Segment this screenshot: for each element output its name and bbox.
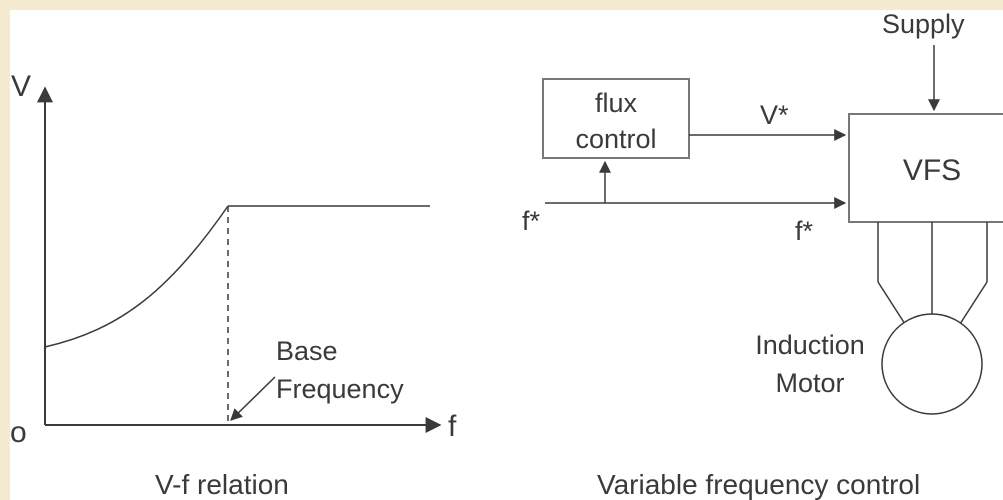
y-axis-label: V: [11, 70, 31, 103]
base-frequency-label-line2: Frequency: [276, 374, 404, 404]
f-star-input-label: f*: [522, 206, 541, 236]
base-frequency-arrow: [230, 376, 276, 421]
supply-label: Supply: [882, 9, 965, 39]
vf-curve: [44, 205, 229, 348]
vf-caption: V-f relation: [155, 469, 289, 500]
motor-lead-left-diag: [877, 281, 906, 325]
f-star-vfs-label: f*: [795, 216, 814, 246]
flux-control-block: [542, 78, 690, 159]
x-axis-label: f: [448, 410, 457, 443]
origin-label: o: [10, 416, 27, 449]
vfs-label: VFS: [903, 154, 961, 187]
induction-motor-label-line1: Induction: [755, 330, 865, 360]
vfc-diagram: Supply flux control VFS V* f* f* Inducti…: [522, 9, 1003, 500]
v-star-label: V*: [760, 100, 789, 130]
figure-background: [10, 10, 1003, 500]
induction-motor-circle: [881, 313, 983, 415]
flux-control-label-line1: flux: [595, 88, 638, 118]
flux-control-label-line2: control: [575, 124, 656, 154]
motor-lead-right-diag: [959, 281, 988, 325]
vfs-block: [848, 113, 1003, 223]
induction-motor-label-line2: Motor: [775, 368, 844, 398]
vfc-caption: Variable frequency control: [597, 469, 920, 500]
base-frequency-label-line1: Base: [276, 336, 338, 366]
vf-graph: V f o Base Frequency V-f relation: [10, 70, 457, 500]
